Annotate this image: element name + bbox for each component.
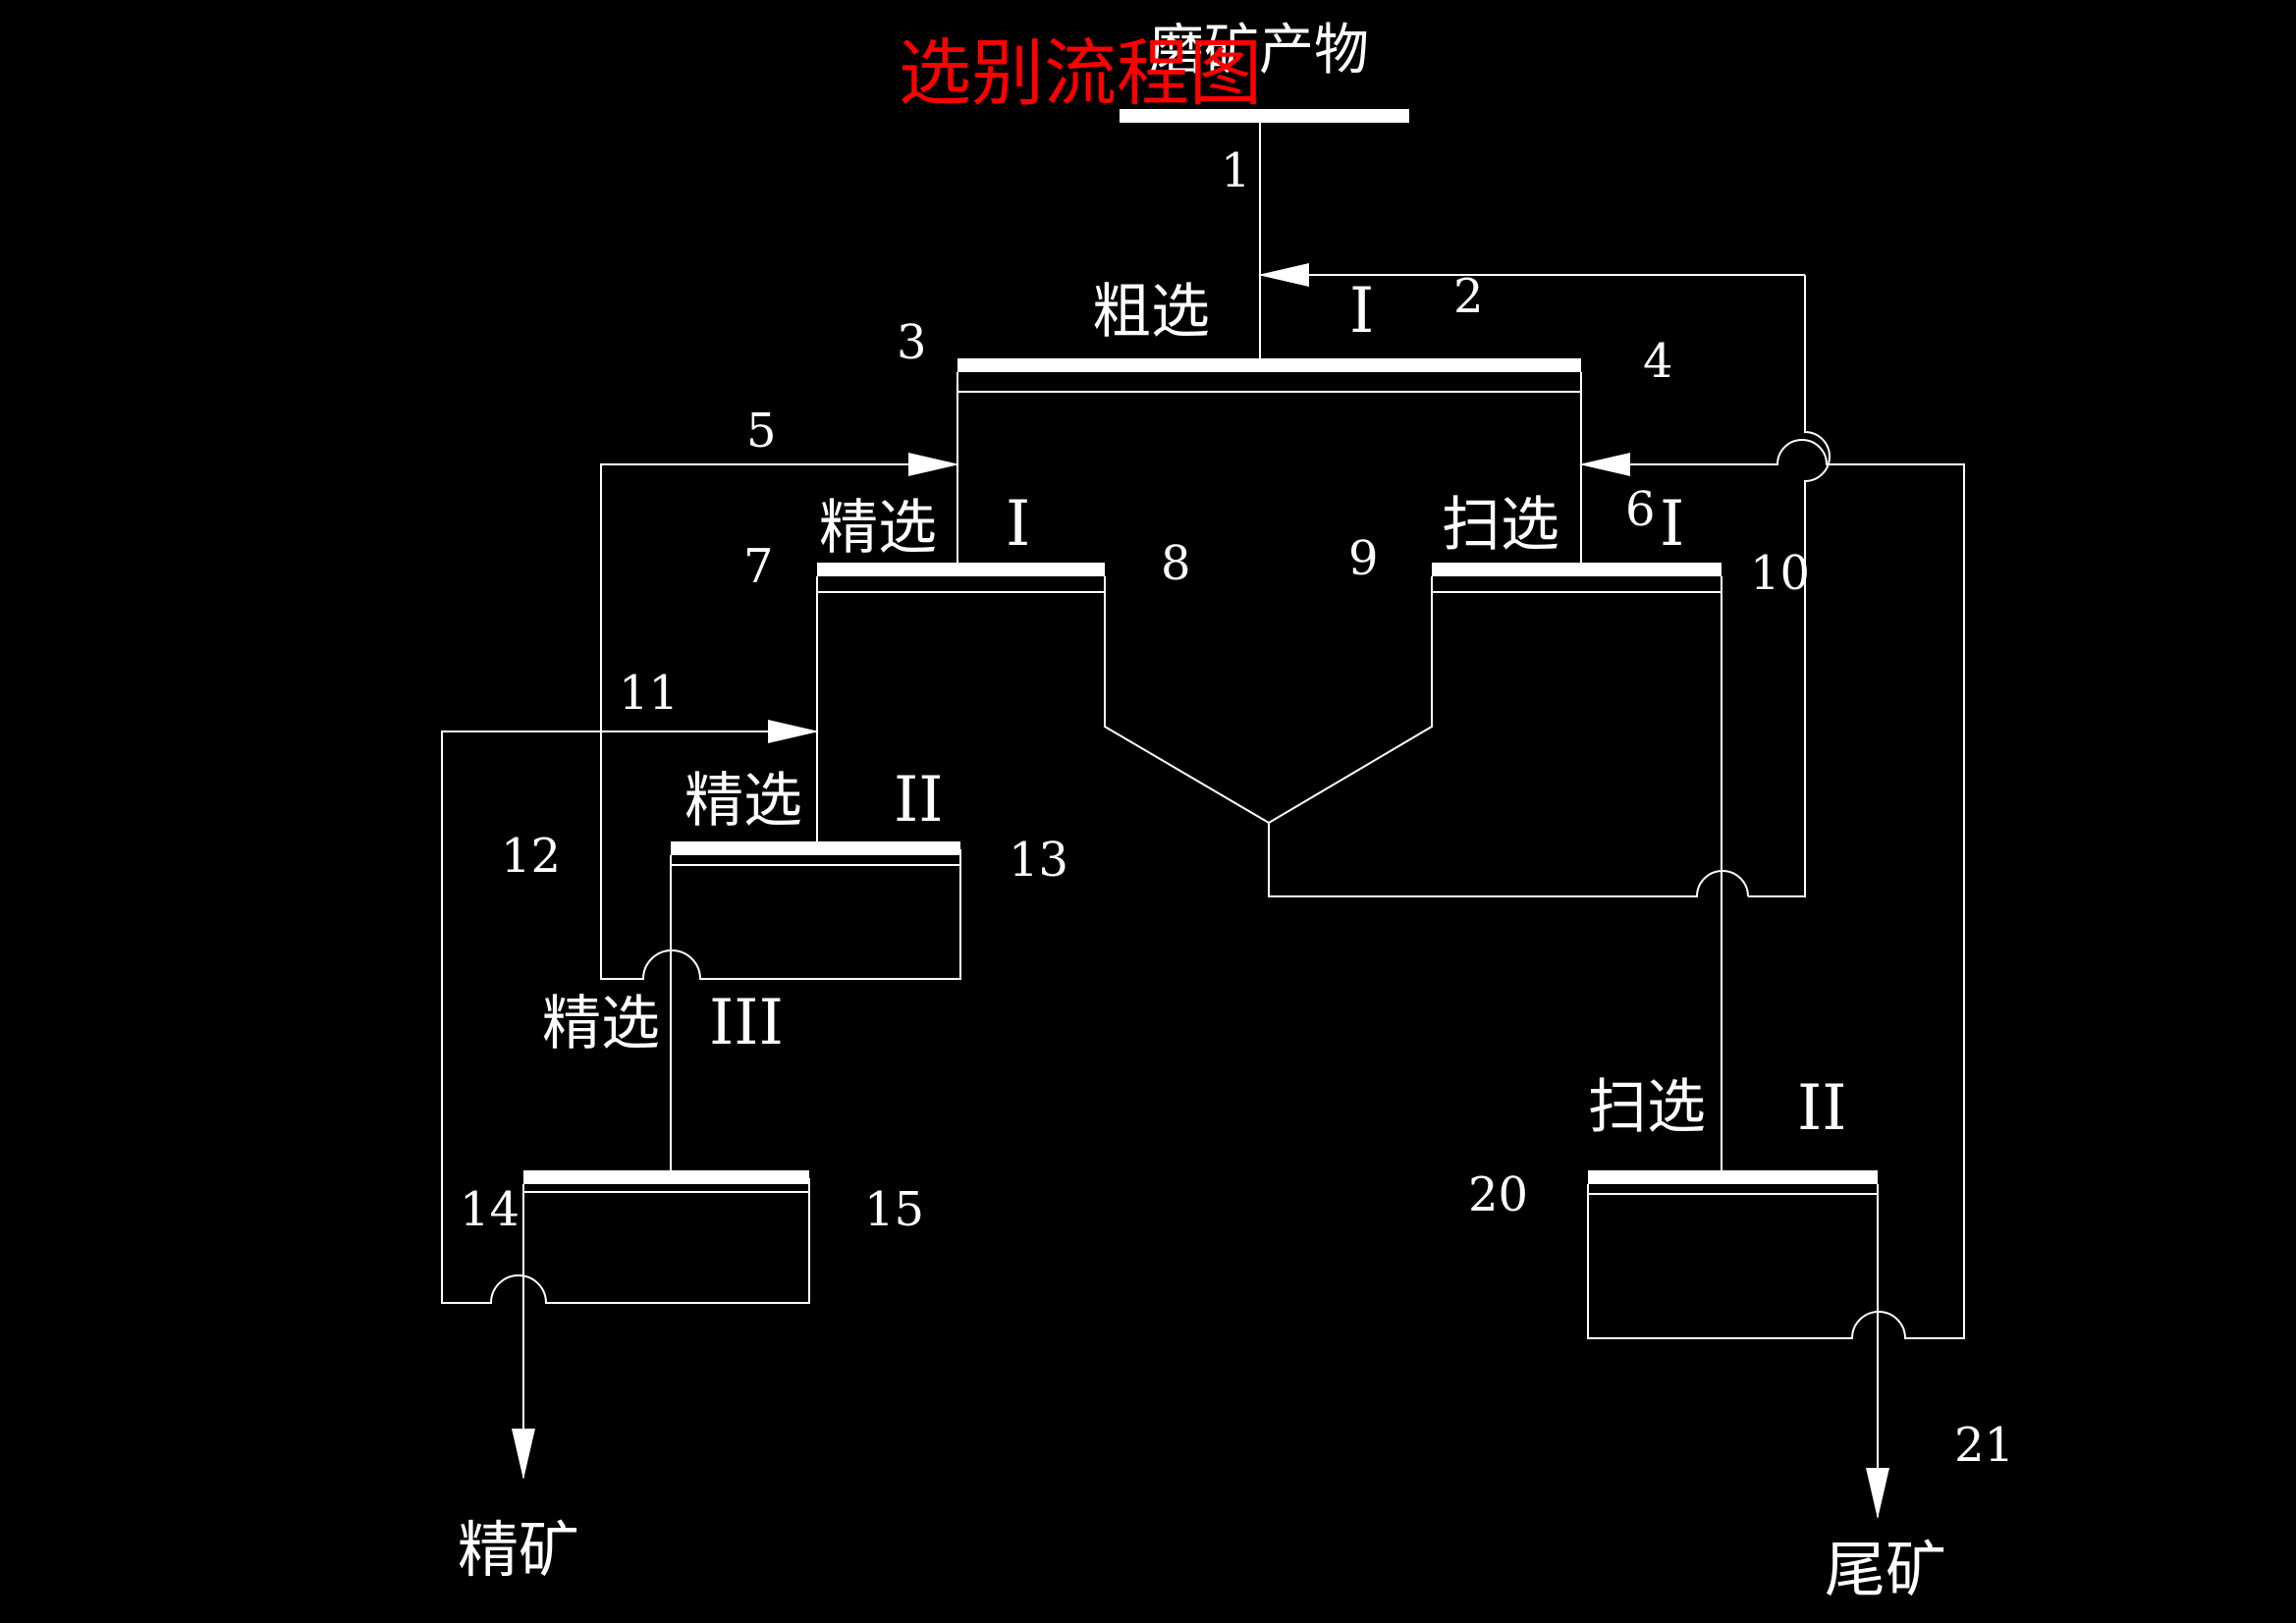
stream-10-return-line [1748,275,1831,897]
rougher-1-numeral: I [1349,275,1374,348]
cleaner-1-bar [817,563,1105,576]
cleaner-3-bar [523,1170,809,1184]
stream-number: 2 [1453,269,1484,324]
stream-number: 21 [1954,1418,2014,1473]
concentrate-label: 精矿 [458,1514,579,1586]
stream-number: 15 [864,1182,924,1237]
feed-bar [1120,109,1409,123]
diagram-title: 选别流程图 [899,31,1262,116]
stream-number: 5 [746,404,777,459]
cleaner-3-name: 精选 [542,990,660,1058]
stream-number: 10 [1750,546,1810,601]
rougher-1-name: 粗选 [1092,278,1210,347]
scavenger-2-name: 扫选 [1588,1073,1706,1142]
scavenger-1-numeral: I [1660,488,1684,561]
scavenger-2-bar [1588,1170,1878,1184]
tailings-label: 尾矿 [1825,1534,1946,1605]
cleaner-3-numeral: III [709,987,784,1059]
scavenger-2-sink-line [1587,1184,1935,1339]
stream-number: 4 [1643,334,1673,389]
stream-12-line [441,730,817,1304]
stream-number: 8 [1161,536,1191,591]
streams-8-9-combine [1104,576,1433,825]
cleaner-1-name: 精选 [819,494,937,563]
stream-number: 20 [1468,1167,1528,1222]
stream-combined-return [1268,823,1749,897]
stream-number: 6 [1625,482,1656,537]
stream-number: 3 [897,315,927,370]
rougher-1-bar [957,358,1581,372]
cleaner-2-name: 精选 [684,767,802,836]
scavenger-2-numeral: II [1797,1072,1847,1145]
cleaner-1-numeral: I [1006,488,1030,561]
cleaner-2-numeral: II [894,764,944,837]
feed-label: 磨矿产物 [1149,19,1369,82]
stream-number: 9 [1348,531,1379,586]
stream-number: 13 [1009,833,1068,888]
stream-number: 11 [619,666,679,721]
stream-6-line [1581,439,1965,1339]
stream-number: 1 [1221,143,1251,198]
scavenger-1-bar [1432,563,1722,576]
cleaner-2-bar [671,841,960,855]
stream-number: 7 [743,539,774,594]
stream-number: 12 [501,829,561,884]
stream-5-line [600,463,961,980]
scavenger-1-name: 扫选 [1442,491,1559,560]
stream-number: 14 [460,1182,519,1237]
